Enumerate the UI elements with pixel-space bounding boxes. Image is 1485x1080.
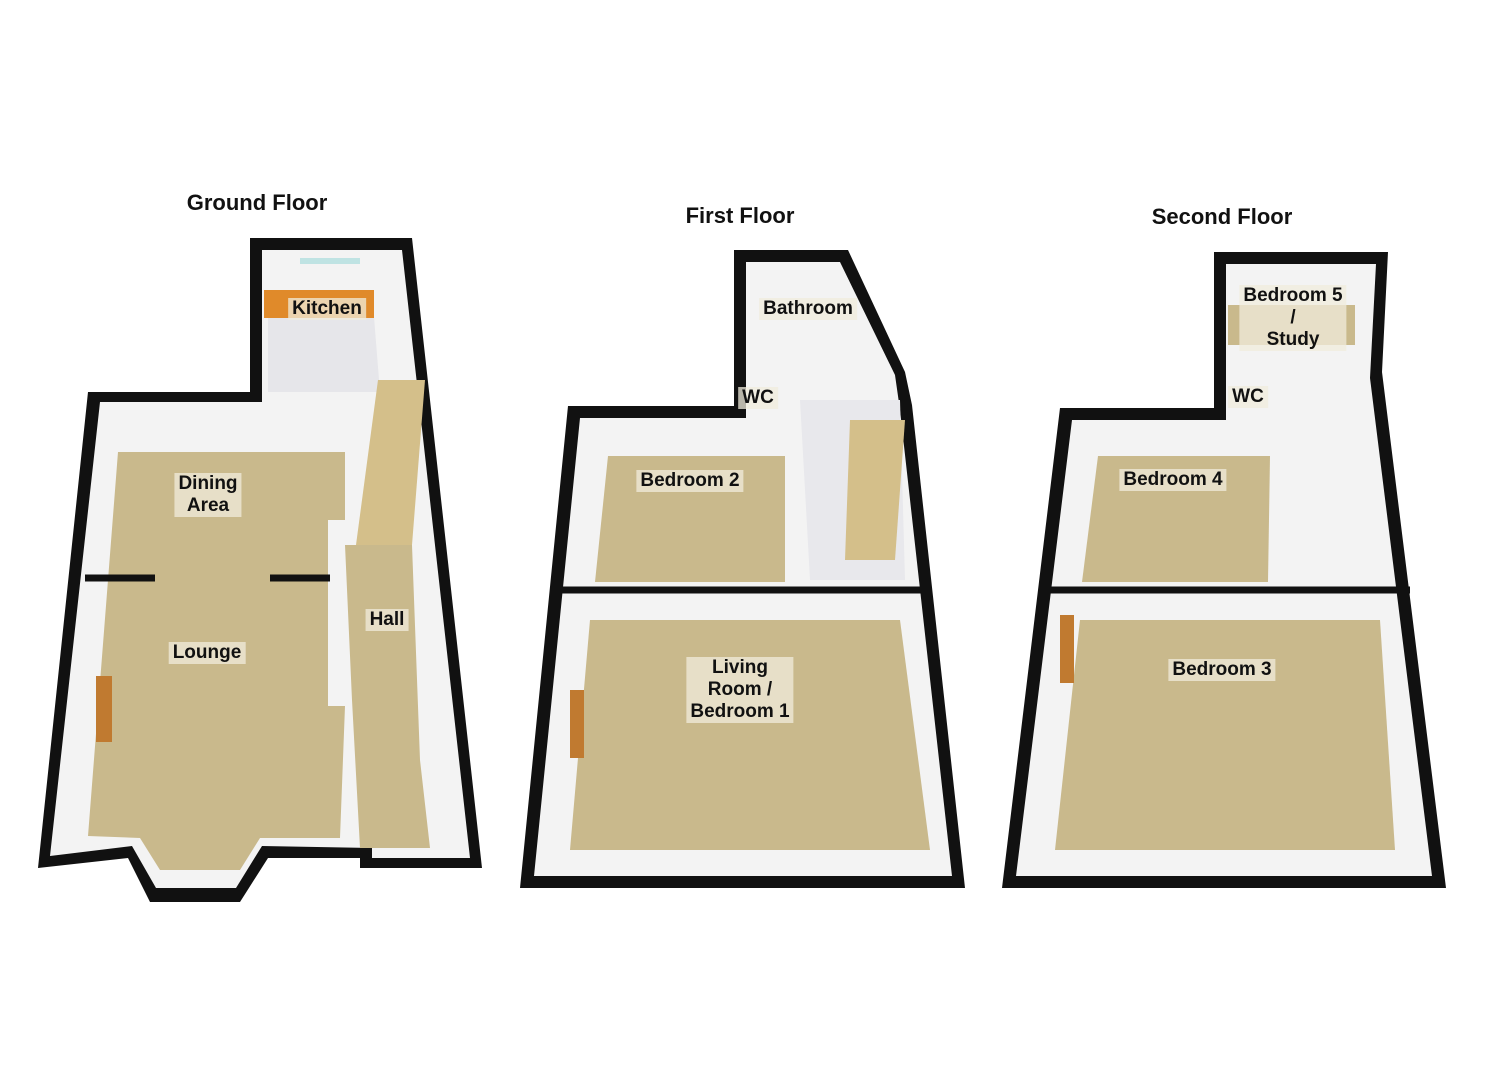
ground-floor-plan (38, 238, 482, 902)
window (300, 258, 360, 264)
room-label-lounge: Lounge (168, 642, 246, 664)
room-label-bedroom-5-study: Bedroom 5 / Study (1239, 285, 1347, 351)
stairs (356, 380, 425, 545)
first-floor-plan (520, 250, 965, 888)
room-label-bathroom: Bathroom (759, 298, 857, 320)
fireplace (96, 676, 112, 742)
second-floor-plan (1002, 252, 1446, 888)
room-label-bedroom-2: Bedroom 2 (636, 470, 744, 492)
room-label-bedroom-3: Bedroom 3 (1168, 659, 1276, 681)
room-label-wc: WC (738, 387, 778, 409)
fireplace (570, 690, 584, 758)
bedroom-3-floor (1055, 620, 1395, 850)
floor-title-ground: Ground Floor (186, 190, 328, 215)
room-label-hall: Hall (365, 609, 409, 631)
room-label-dining-area: Dining Area (174, 473, 242, 517)
room-label-wc: WC (1228, 386, 1268, 408)
floor-title-first: First Floor (685, 203, 795, 228)
stairs (845, 420, 905, 560)
floor-title-second: Second Floor (1151, 204, 1293, 229)
room-label-bedroom-4: Bedroom 4 (1119, 469, 1227, 491)
room-label-kitchen: Kitchen (288, 298, 366, 320)
living-room-floor (570, 620, 930, 850)
fireplace (1060, 615, 1074, 683)
room-label-living-room-bedroom-1: Living Room / Bedroom 1 (686, 657, 794, 723)
